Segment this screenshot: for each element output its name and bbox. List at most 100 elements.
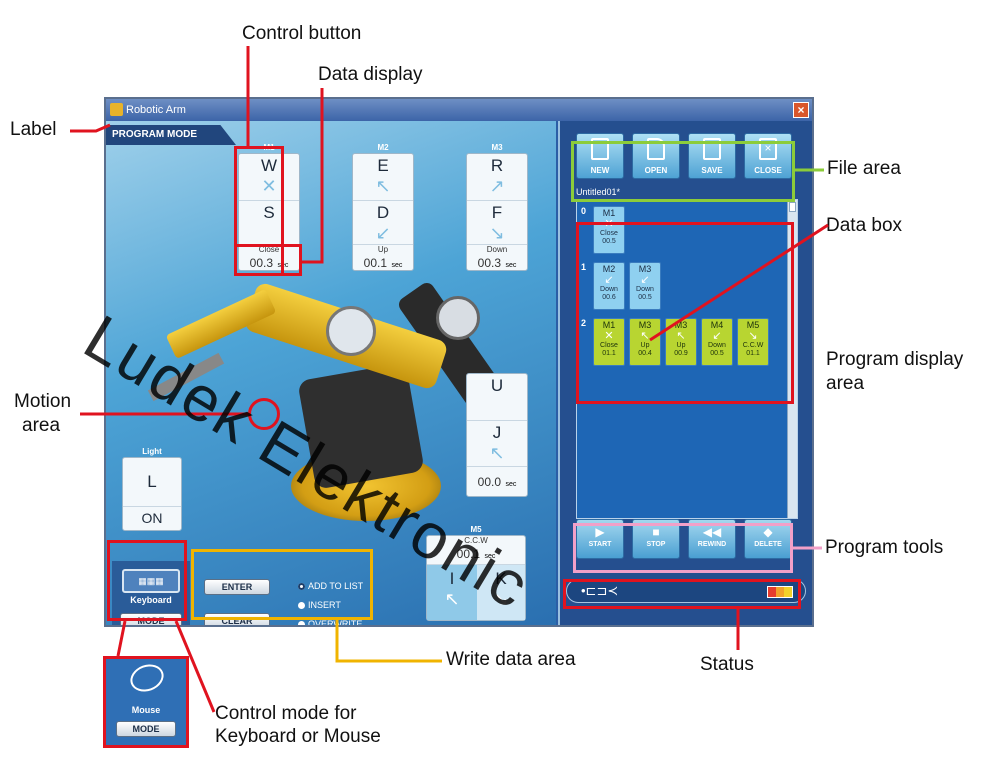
arm-elbow-illustration bbox=[326, 306, 376, 356]
status-highlight bbox=[563, 579, 801, 609]
m3-control: M3 R ↗ F ↘ Down 00.3 sec bbox=[466, 143, 528, 271]
m3-down-button[interactable]: F ↘ bbox=[467, 200, 527, 244]
gripper-open-icon: ✕ bbox=[261, 176, 277, 196]
mouse-mode-leader-b bbox=[174, 620, 216, 713]
radio-insert[interactable]: INSERT bbox=[298, 600, 341, 610]
write-data-leader bbox=[335, 620, 442, 663]
arrow-up-left-icon: ↖ bbox=[375, 176, 391, 196]
document-name: Untitled01* bbox=[576, 187, 621, 197]
new-button[interactable]: NEW bbox=[576, 133, 624, 179]
step-direction-icon: ↙ bbox=[712, 330, 722, 342]
enter-button[interactable]: ENTER bbox=[204, 579, 270, 595]
rotate-right-icon: ↘ bbox=[493, 589, 509, 609]
rewind-label: REWIND bbox=[697, 541, 727, 548]
data-box-leader bbox=[649, 223, 829, 342]
m2-unit: sec bbox=[391, 262, 403, 269]
step-direction-icon: ✕ bbox=[604, 330, 614, 342]
open-label: OPEN bbox=[644, 166, 668, 175]
save-button[interactable]: SAVE bbox=[688, 133, 736, 179]
m4-down-button[interactable]: J ↖ bbox=[467, 420, 527, 466]
m4-down-key: J bbox=[492, 423, 502, 442]
arrow-down-left-icon: ↙ bbox=[375, 223, 391, 243]
m5-unit: sec bbox=[484, 553, 496, 560]
m1-up-button[interactable]: W ✕ bbox=[239, 154, 299, 200]
m2-down-button[interactable]: D ↙ bbox=[353, 200, 413, 244]
robotic-arm-window: Robotic Arm × PROGRAM MODE M1 W ✕ S Clos… bbox=[104, 97, 814, 627]
step-time: 00.5 bbox=[638, 294, 652, 301]
m5-right-button[interactable]: K ↘ bbox=[477, 564, 525, 620]
new-label: NEW bbox=[590, 166, 610, 175]
m2-up-button[interactable]: E ↖ bbox=[353, 154, 413, 200]
m5-direction: C.C.W bbox=[464, 536, 488, 545]
light-control[interactable]: Light L ON bbox=[122, 447, 182, 531]
m1-down-button[interactable]: S bbox=[239, 200, 299, 244]
m5-title: M5 bbox=[470, 525, 482, 534]
step-time: 00.5 bbox=[710, 350, 724, 357]
m1-value: 00.3 bbox=[249, 256, 273, 270]
program-display-annotation-line2: area bbox=[826, 373, 865, 394]
close-button[interactable]: ×CLOSE bbox=[744, 133, 792, 179]
motion-area-marker bbox=[248, 398, 280, 430]
m5-left-button[interactable]: I ↖ bbox=[427, 564, 477, 620]
window-close-icon[interactable]: × bbox=[793, 102, 809, 118]
m2-value: 00.1 bbox=[363, 256, 387, 270]
step-action: Down bbox=[636, 286, 654, 293]
radio-overwrite[interactable]: OVERWRITE bbox=[298, 619, 362, 625]
data-display-highlight bbox=[234, 244, 302, 276]
step-time: 00.5 bbox=[602, 238, 616, 245]
m5-left-key: I bbox=[449, 569, 455, 588]
label-leader bbox=[70, 123, 111, 133]
radio-add-to-list-label: ADD TO LIST bbox=[308, 581, 364, 591]
mouse-mode-button[interactable]: MODE bbox=[116, 721, 176, 737]
radio-add-to-list[interactable]: ADD TO LIST bbox=[298, 581, 363, 591]
light-title: Light bbox=[142, 447, 162, 456]
arrow-up-left-icon: ↖ bbox=[489, 443, 505, 463]
step-direction-icon: ↘ bbox=[748, 330, 758, 342]
m3-up-button[interactable]: R ↗ bbox=[467, 154, 527, 200]
step-motor: M1 bbox=[602, 320, 616, 330]
arm-shoulder-illustration bbox=[436, 296, 480, 340]
data-box-annotation: Data box bbox=[826, 215, 903, 236]
m5-right-key: K bbox=[495, 569, 507, 588]
arrow-down-right-icon: ↘ bbox=[489, 223, 505, 243]
folder-icon bbox=[647, 138, 665, 160]
stop-label: STOP bbox=[646, 541, 666, 548]
new-file-icon bbox=[591, 138, 609, 160]
open-button[interactable]: OPEN bbox=[632, 133, 680, 179]
radio-insert-label: INSERT bbox=[308, 600, 341, 610]
program-display-annotation-line1: Program display bbox=[826, 349, 964, 370]
scroll-thumb[interactable] bbox=[789, 202, 796, 212]
program-row-index: 2 bbox=[581, 318, 587, 328]
delete-icon: ◆ bbox=[763, 525, 773, 539]
keyboard-icon: ▦▦▦ bbox=[122, 569, 180, 593]
write-data-highlight bbox=[191, 549, 373, 620]
play-icon: ▶ bbox=[595, 525, 605, 539]
step-motor: M2 bbox=[602, 264, 616, 274]
m2-up-key: E bbox=[377, 156, 389, 175]
rotate-left-icon: ↖ bbox=[444, 589, 460, 609]
m5-value: 00.1 bbox=[456, 547, 480, 561]
m2-control: M2 E ↖ D ↙ Up 00.1 sec bbox=[352, 143, 414, 271]
write-data-area: ENTER CLEAR ADD TO LIST INSERT OVERWRITE bbox=[196, 561, 376, 625]
motion-area-annotation-line2: area bbox=[22, 415, 61, 436]
m4-up-button[interactable]: U bbox=[467, 374, 527, 420]
mouse-label: Mouse bbox=[131, 705, 161, 715]
program-mode-tab: PROGRAM MODE bbox=[106, 125, 236, 145]
m4-unit: sec bbox=[505, 481, 517, 488]
m3-up-key: R bbox=[490, 156, 504, 175]
step-motor: M5 bbox=[746, 320, 760, 330]
mouse-mode-leader-a bbox=[116, 620, 127, 657]
step-action: Up bbox=[676, 342, 686, 349]
step-direction-icon: ↙ bbox=[640, 274, 650, 286]
control-button-annotation: Control button bbox=[242, 23, 362, 44]
m1-up-key: W bbox=[260, 156, 278, 175]
m3-title: M3 bbox=[491, 143, 503, 152]
